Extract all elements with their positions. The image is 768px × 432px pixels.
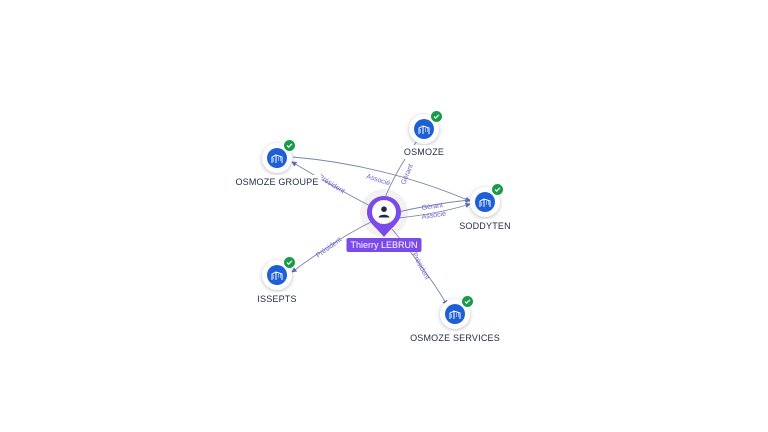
edge-associe-soddyten [397,202,471,219]
company-node-issepts[interactable] [262,256,296,290]
company-node-osmoze-groupe[interactable] [262,139,296,173]
person-label[interactable]: Thierry LEBRUN [346,238,422,252]
company-node-osmoze[interactable] [409,110,443,144]
person-pin-icon [367,196,401,237]
company-label-osmoze-services[interactable]: OSMOZE SERVICES [407,331,503,345]
building-icon [445,304,465,324]
verified-check-icon [461,295,474,308]
company-label-soddyten[interactable]: SODDYTEN [456,219,514,233]
edge-president-issepts [291,221,372,273]
company-node-osmoze-services[interactable] [440,295,474,329]
edge-gerant-soddyten [397,197,471,213]
edge-associe-osmoze-groupe-soddyten [292,156,471,202]
company-label-osmoze-groupe[interactable]: OSMOZE GROUPE [232,175,322,189]
person-node[interactable] [360,189,408,237]
edge-label-gerant-soddyten: Gérant [421,202,443,212]
building-icon [414,119,434,139]
edge-label-associe-osmoze-groupe-soddyten: Associé [365,173,391,187]
building-icon [267,148,287,168]
building-icon [267,265,287,285]
verified-check-icon [491,183,504,196]
company-label-osmoze[interactable]: OSMOZE [400,145,448,159]
edge-label-president-issepts: Président [315,237,343,260]
edge-label-president-osmoze-services: Président [410,252,430,281]
edge-president-osmoze-groupe [291,161,373,208]
company-node-soddyten[interactable] [470,183,504,217]
edge-label-associe-soddyten: Associé [421,211,446,221]
verified-check-icon [430,110,443,123]
edge-label-gerant-osmoze: Gérant [400,163,415,186]
building-icon [475,192,495,212]
verified-check-icon [283,256,296,269]
edge-gerant-osmoze [383,137,420,201]
company-label-issepts[interactable]: ISSEPTS [254,292,300,306]
verified-check-icon [283,139,296,152]
